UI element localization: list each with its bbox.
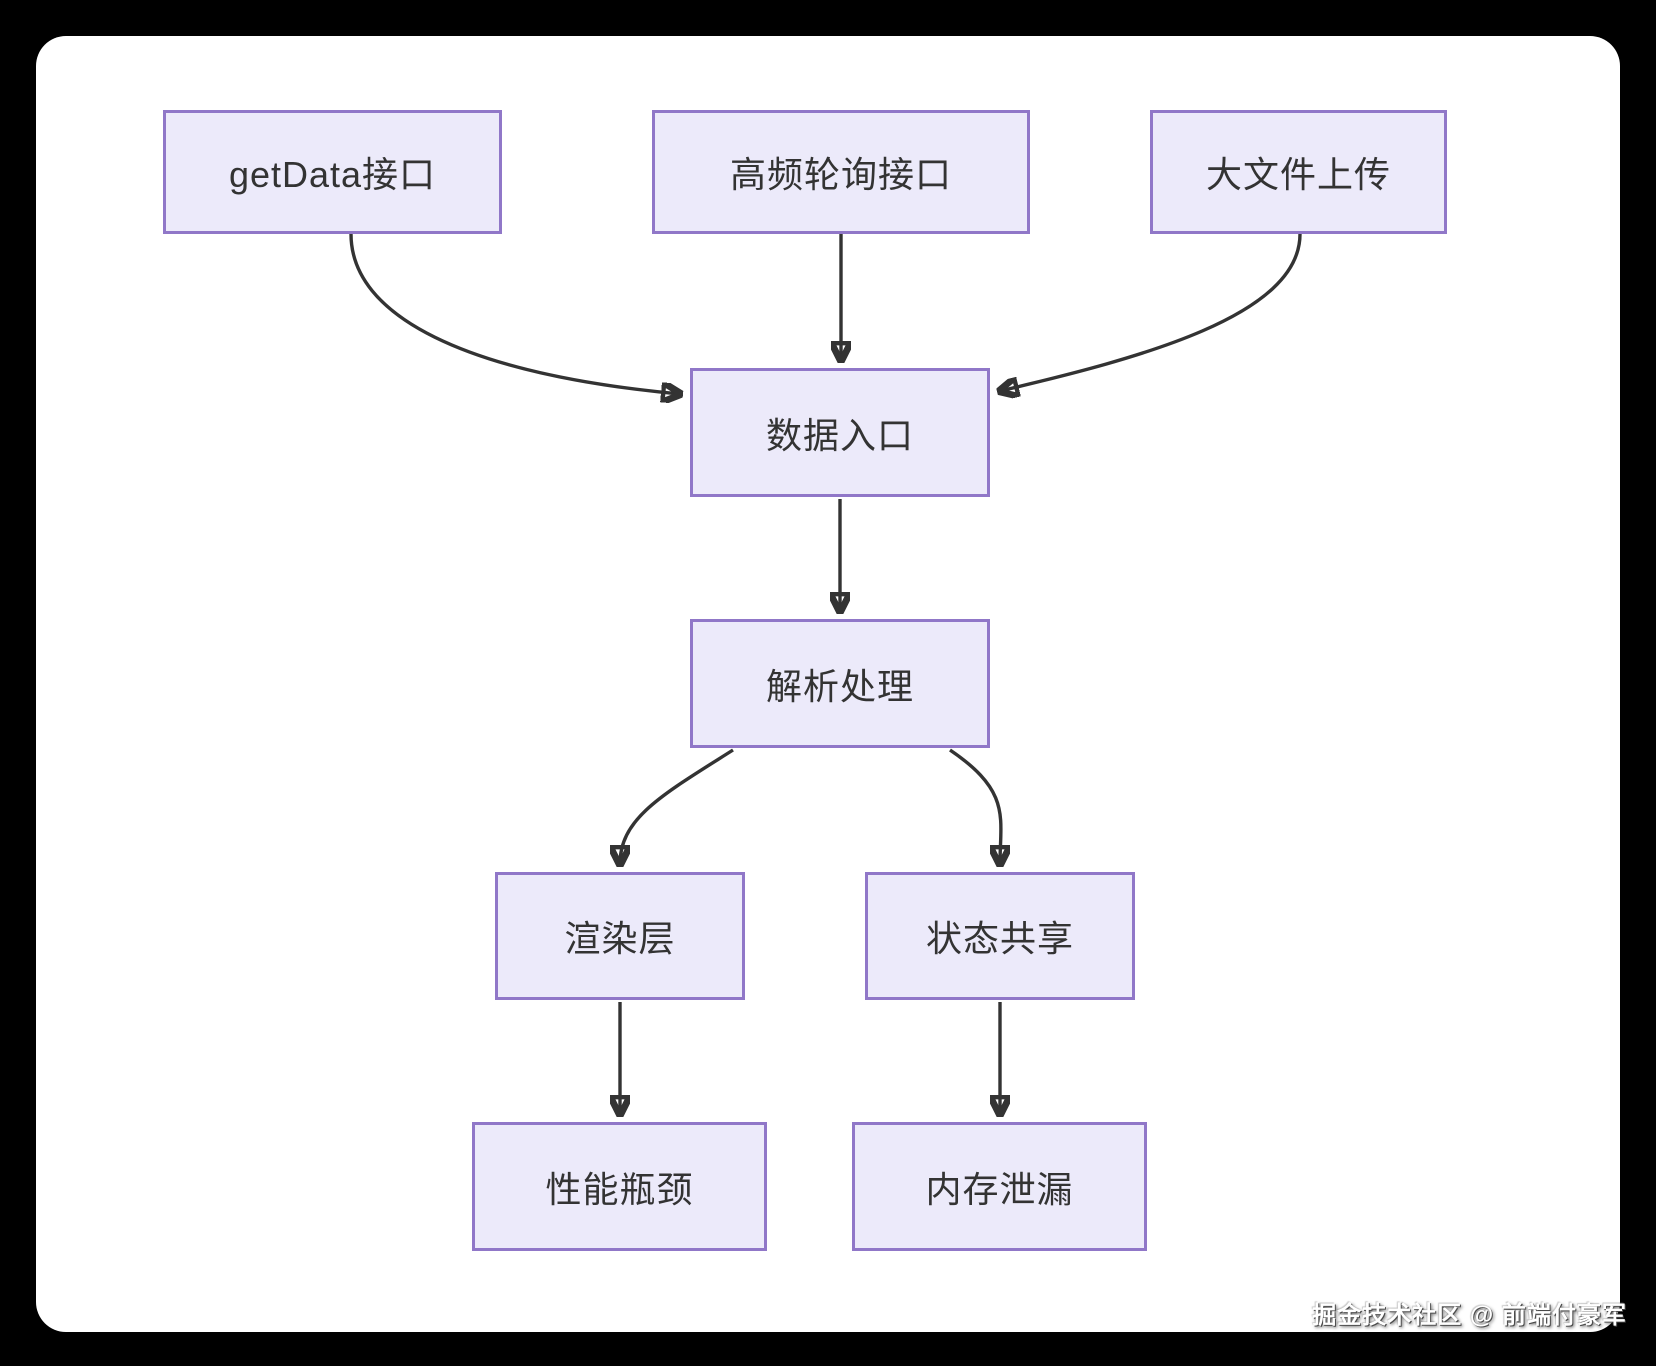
watermark: 掘金技术社区 @ 前端付豪军 (1312, 1302, 1627, 1329)
node-render-layer: 渲染层 (495, 872, 745, 1000)
node-state-sharing: 状态共享 (865, 872, 1135, 1000)
node-parse-processing: 解析处理 (690, 619, 990, 748)
node-high-freq-polling-api: 高频轮询接口 (652, 110, 1030, 234)
node-getdata-api: getData接口 (163, 110, 502, 234)
node-large-file-upload: 大文件上传 (1150, 110, 1447, 234)
node-performance-bottleneck: 性能瓶颈 (472, 1122, 767, 1251)
node-memory-leak: 内存泄漏 (852, 1122, 1147, 1251)
node-data-entry: 数据入口 (690, 368, 990, 497)
